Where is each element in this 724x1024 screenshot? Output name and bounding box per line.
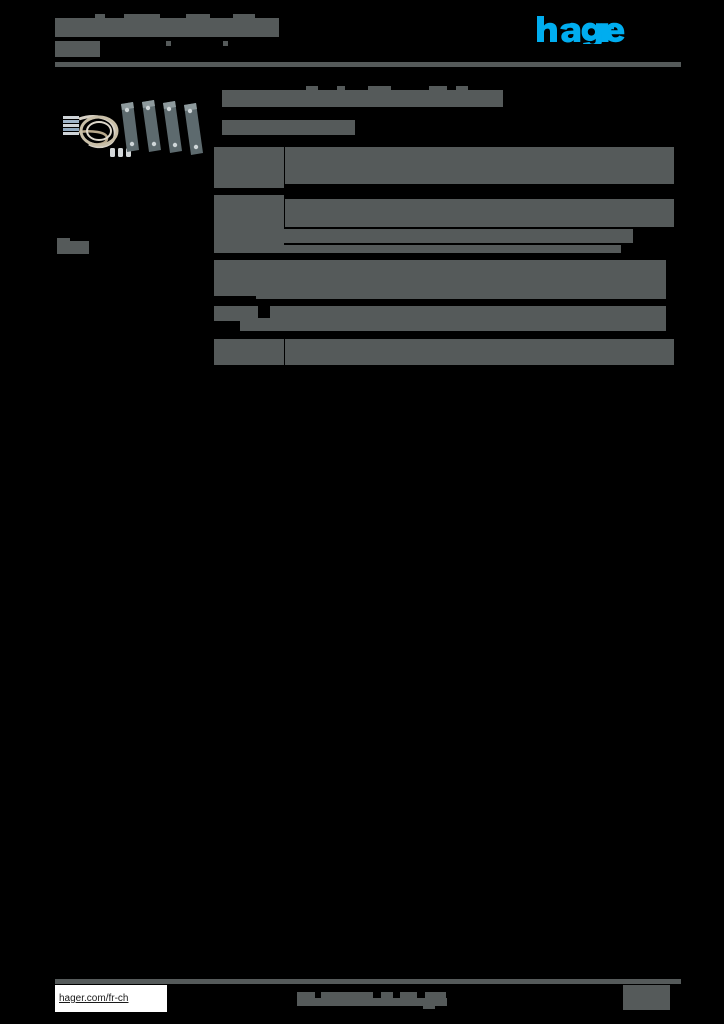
page-header — [55, 14, 681, 67]
left-note-ascender — [57, 238, 70, 242]
footer-text-descender — [423, 1003, 435, 1009]
footer-center-block — [55, 979, 681, 1015]
footer-center-text — [297, 998, 447, 1006]
row-value-secondary — [261, 229, 633, 243]
subsection-title-text — [222, 120, 355, 135]
row-value-secondary — [307, 352, 650, 359]
page-footer: hager.com/fr-ch — [55, 979, 681, 1015]
footer-text-fragment-3 — [381, 992, 393, 1003]
footer-website-link[interactable]: hager.com/fr-ch — [55, 985, 167, 1012]
document-subtitle-ascender-2 — [223, 41, 228, 46]
row-divider — [207, 332, 681, 339]
footer-text-fragment-2 — [321, 992, 373, 1003]
hager-logo — [535, 14, 626, 44]
section-title-text — [222, 90, 503, 107]
footer-divider — [55, 979, 681, 984]
table-row — [207, 339, 681, 365]
table-row — [207, 306, 681, 332]
footer-text-fragment-5 — [425, 992, 446, 1003]
table-row — [207, 195, 681, 253]
row-label — [214, 147, 284, 188]
row-divider — [207, 188, 681, 195]
table-row — [207, 260, 681, 299]
row-label — [214, 306, 258, 321]
document-title-ascender-1 — [95, 14, 105, 20]
section-title — [207, 86, 681, 107]
row-divider — [207, 299, 681, 306]
section-title-ascender-3 — [368, 86, 391, 91]
document-subtitle-ascender-1 — [166, 41, 171, 46]
page-number-sub — [627, 1003, 655, 1009]
document-title-ascender-4 — [233, 14, 255, 20]
row-label — [214, 339, 284, 365]
row-value — [256, 260, 666, 299]
section-title-ascender-2 — [337, 86, 345, 91]
row-value — [285, 199, 674, 227]
left-note — [57, 241, 89, 254]
row-value-tertiary — [276, 245, 621, 253]
row-value — [285, 147, 674, 184]
document-title-ascender-3 — [186, 14, 210, 20]
document-subtitle — [55, 41, 100, 57]
footer-text-fragment-1 — [297, 992, 315, 1003]
document-title — [55, 18, 279, 37]
table-row — [207, 147, 681, 188]
footer-text-fragment-4 — [400, 992, 417, 1003]
header-divider — [55, 62, 681, 67]
document-title-ascender-2 — [124, 14, 160, 20]
main-content — [207, 86, 681, 365]
row-label — [214, 195, 284, 253]
product-photo — [57, 86, 205, 174]
row-value-secondary — [240, 318, 666, 331]
section-title-ascender-1 — [306, 86, 318, 91]
specification-table — [207, 147, 681, 365]
subsection-title — [207, 120, 681, 137]
section-title-ascender-4 — [429, 86, 447, 91]
row-divider — [207, 253, 681, 260]
row-value — [270, 306, 666, 318]
section-title-ascender-5 — [456, 86, 468, 91]
